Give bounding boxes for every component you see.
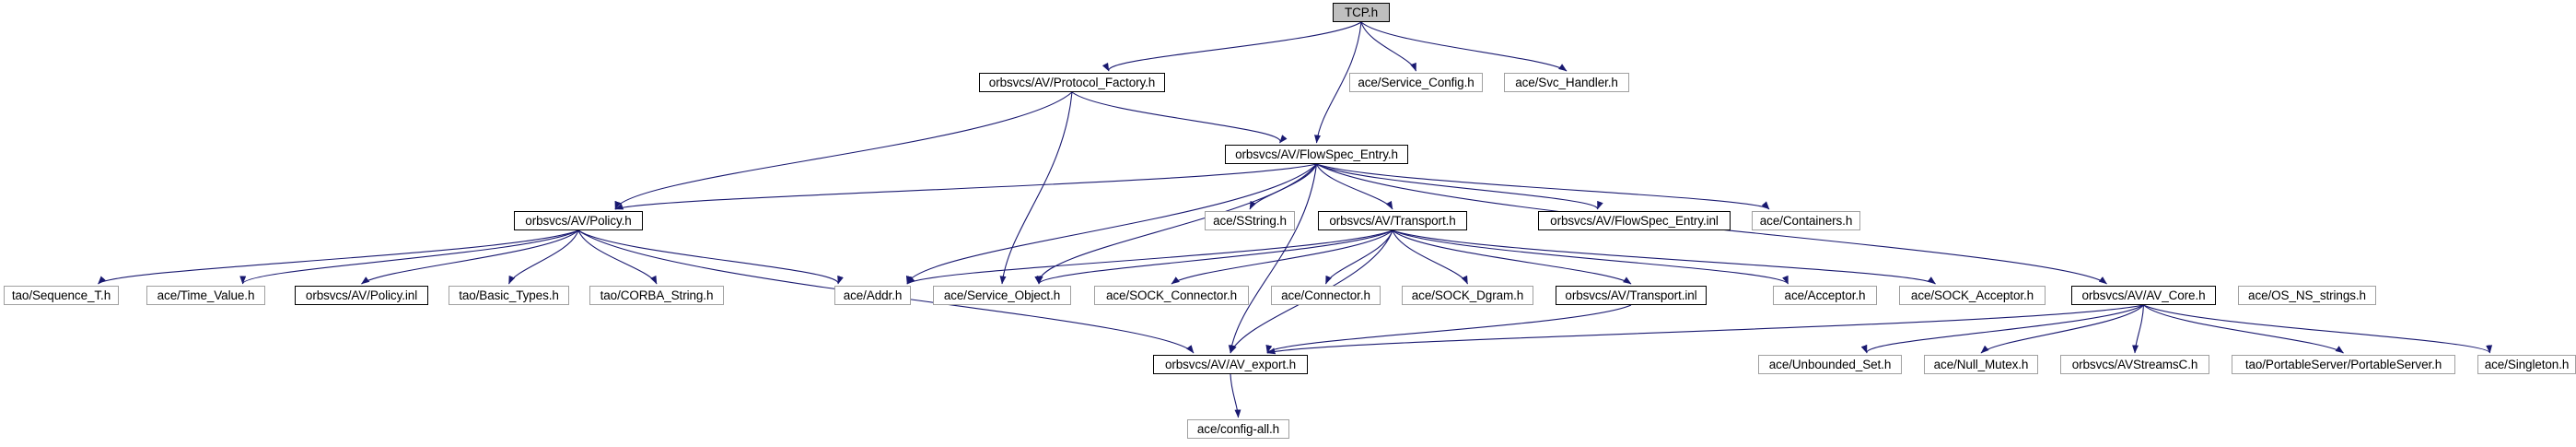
graph-node-ace-sock-acceptor-h[interactable]: ace/SOCK_Acceptor.h [1899,286,2046,305]
graph-node-ace-time-value-h[interactable]: ace/Time_Value.h [146,286,265,305]
graph-edge [2143,304,2492,354]
graph-edge [906,229,1393,285]
graph-node-tao-basic-types-h[interactable]: tao/Basic_Types.h [449,286,569,305]
graph-node-ace-singleton-h[interactable]: ace/Singleton.h [2477,355,2576,374]
graph-node-tao-sequence-t-h[interactable]: tao/Sequence_T.h [4,286,119,305]
graph-edge [1102,21,1362,72]
graph-edge [1228,163,1318,354]
graph-edge [1036,229,1393,285]
graph-node-ace-sock-connector-h[interactable]: ace/SOCK_Connector.h [1094,286,1249,305]
graph-node-tao-portableserver-portableserver-h[interactable]: tao/PortableServer/PortableServer.h [2232,355,2455,374]
graph-edge [1230,373,1241,418]
graph-edge [1360,21,1568,72]
graph-node-ace-acceptor-h[interactable]: ace/Acceptor.h [1773,286,1877,305]
graph-edge [1265,304,1632,354]
graph-node-ace-config-all-h[interactable]: ace/config-all.h [1187,419,1289,439]
graph-edge [1324,229,1393,285]
graph-node-ace-service-config-h[interactable]: ace/Service_Config.h [1349,73,1483,92]
graph-node-ace-null-mutex-h[interactable]: ace/Null_Mutex.h [1924,355,2038,374]
graph-edge [2132,304,2145,354]
graph-node-ace-os-ns-strings-h[interactable]: ace/OS_NS_strings.h [2238,286,2376,305]
graph-node-orbsvcs-av-transport-h[interactable]: orbsvcs/AV/Transport.h [1318,211,1467,230]
graph-edge [361,229,579,285]
graph-edge [577,229,658,285]
graph-edge [614,91,1073,210]
graph-edge [1392,229,1632,285]
graph-node-tcp-h[interactable]: TCP.h [1333,3,1390,22]
graph-node-orbsvcs-av-flowspec-entry-h[interactable]: orbsvcs/AV/FlowSpec_Entry.h [1225,145,1408,164]
graph-edge [1316,163,1603,210]
graph-node-tao-corba-string-h[interactable]: tao/CORBA_String.h [589,286,724,305]
graph-node-ace-connector-h[interactable]: ace/Connector.h [1271,286,1381,305]
graph-edge [1315,163,1393,210]
graph-node-orbsvcs-avstreamsc-h[interactable]: orbsvcs/AVStreamsC.h [2060,355,2209,374]
graph-edge [1249,163,1318,210]
graph-node-ace-unbounded-set-h[interactable]: ace/Unbounded_Set.h [1758,355,1902,374]
graph-edge [1316,163,1770,210]
graph-node-ace-sock-dgram-h[interactable]: ace/SOCK_Dgram.h [1402,286,1533,305]
graph-edge [2143,304,2344,354]
graph-edge [1071,91,1288,144]
graph-edge [239,229,579,285]
graph-edge [1980,304,2144,354]
graph-node-orbsvcs-av-flowspec-entry-inl[interactable]: orbsvcs/AV/FlowSpec_Entry.inl [1538,211,1731,230]
graph-node-orbsvcs-av-policy-h[interactable]: orbsvcs/AV/Policy.h [514,211,643,230]
graph-node-orbsvcs-av-av-core-h[interactable]: orbsvcs/AV/AV_Core.h [2071,286,2216,305]
graph-node-orbsvcs-av-protocol-factory-h[interactable]: orbsvcs/AV/Protocol_Factory.h [979,73,1165,92]
graph-edge [577,229,844,285]
graph-node-ace-svc-handler-h[interactable]: ace/Svc_Handler.h [1504,73,1629,92]
graph-node-ace-containers-h[interactable]: ace/Containers.h [1752,211,1860,230]
graph-edge [1392,229,1936,285]
graph-node-orbsvcs-av-transport-inl[interactable]: orbsvcs/AV/Transport.inl [1556,286,1707,305]
graph-edge [614,163,1317,210]
graph-edge [1860,304,2144,354]
graph-edge [1171,229,1393,285]
graph-edge [999,91,1073,285]
graph-edge [1360,21,1417,72]
graph-edge [507,229,579,285]
graph-edge [98,229,579,285]
graph-node-orbsvcs-av-av-export-h[interactable]: orbsvcs/AV/AV_export.h [1153,355,1308,374]
graph-node-orbsvcs-av-policy-inl[interactable]: orbsvcs/AV/Policy.inl [295,286,428,305]
graph-node-ace-addr-h[interactable]: ace/Addr.h [834,286,911,305]
graph-edge [1392,229,1789,285]
graph-edge [1392,229,1468,285]
graph-edge [1266,304,2144,355]
graph-node-ace-service-object-h[interactable]: ace/Service_Object.h [933,286,1071,305]
graph-node-ace-sstring-h[interactable]: ace/SString.h [1205,211,1295,230]
